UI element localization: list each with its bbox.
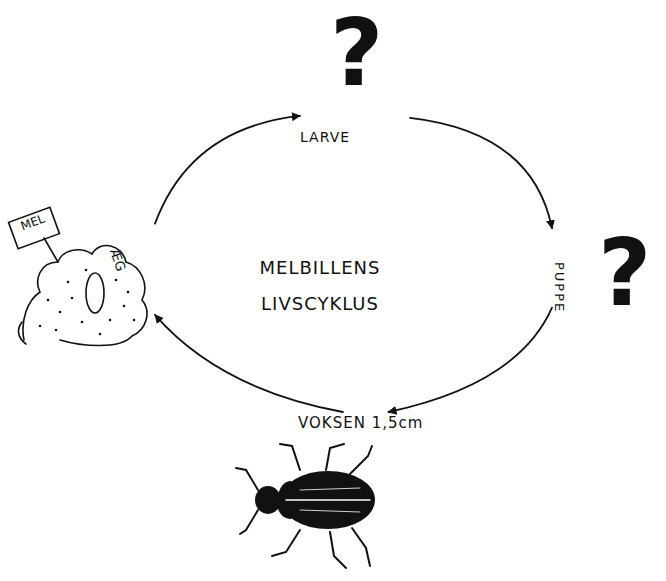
stage-label: VOKSEN 1,5cm <box>298 416 423 431</box>
flour-pile <box>9 207 147 345</box>
stage-label: PUPPE <box>553 262 566 313</box>
stage-node: PUPPE? <box>552 222 664 322</box>
cycle-arrow <box>155 315 343 412</box>
beetle-drawing <box>236 444 374 568</box>
diagram-title: MELBILLENS LIVSCYKLUS <box>245 250 395 322</box>
cycle-arrow <box>410 118 552 229</box>
stage-node: VOKSEN 1,5cm <box>298 412 438 438</box>
cycle-arrow <box>388 308 552 412</box>
stage-symbol: ? <box>598 228 651 320</box>
stage-node: ? LARVE <box>300 0 410 150</box>
stage-label: ÆG <box>108 247 128 273</box>
stage-label: LARVE <box>300 130 350 144</box>
sign-text: MEL <box>19 213 46 233</box>
cycle-arrow <box>155 116 300 224</box>
stage-symbol: ? <box>330 8 383 100</box>
stage-node: MEL ÆG <box>10 205 155 350</box>
